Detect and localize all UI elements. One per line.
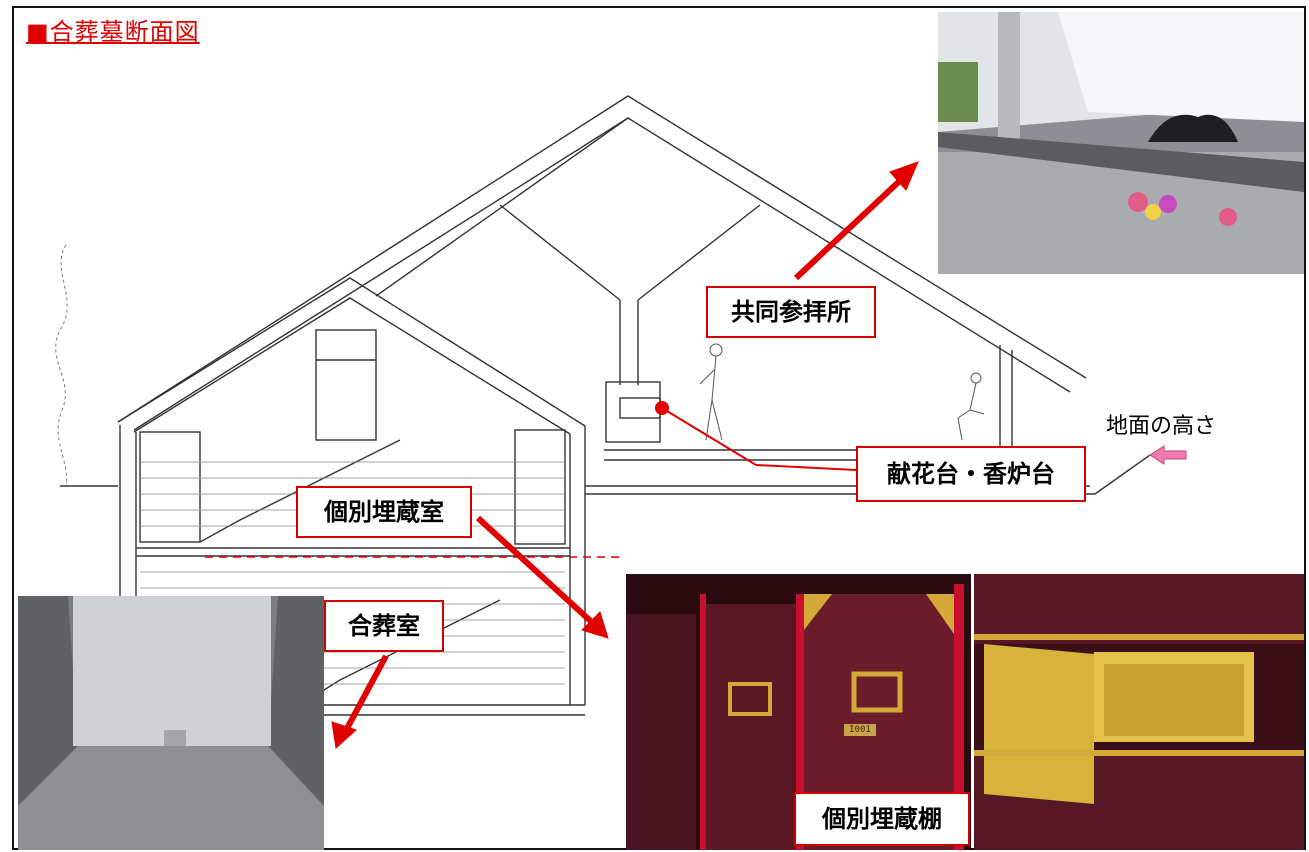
callout-altar: 献花台・香炉台 bbox=[856, 446, 1086, 502]
page-title: ■合葬墓断面図 bbox=[26, 18, 200, 46]
open-shelf-photo bbox=[974, 574, 1304, 850]
callout-worship: 共同参拝所 bbox=[706, 286, 876, 338]
ground-level-label: 地面の高さ bbox=[1106, 414, 1217, 439]
worship-place-photo bbox=[938, 12, 1304, 274]
callout-joint-room: 合葬室 bbox=[324, 600, 444, 652]
callout-individual-shelf: 個別埋蔵棚 bbox=[794, 792, 970, 846]
callout-individual-room: 個別埋蔵室 bbox=[296, 486, 472, 538]
shelf-plate-number: I001 bbox=[849, 725, 871, 735]
joint-room-photo bbox=[18, 596, 324, 850]
